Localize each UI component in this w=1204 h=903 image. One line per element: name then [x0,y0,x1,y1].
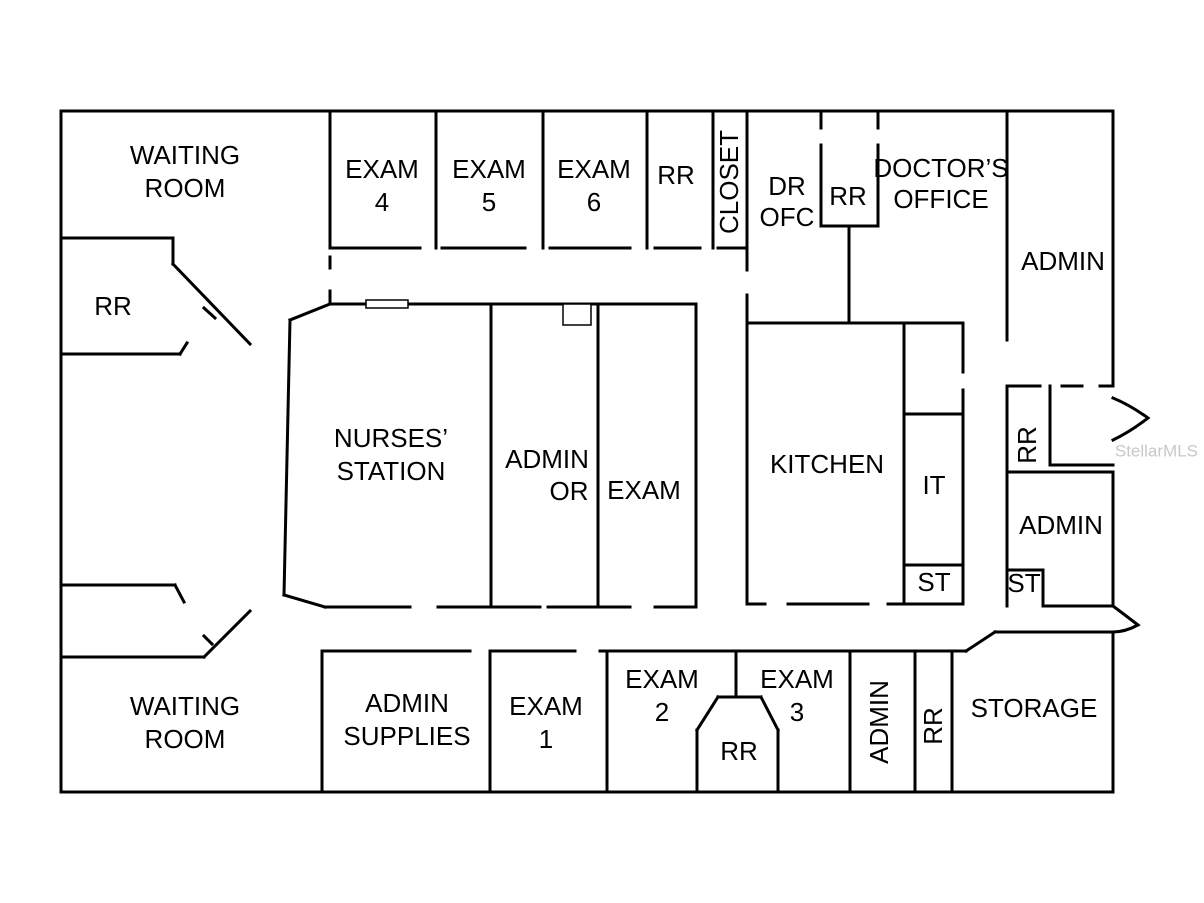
admin-supplies-label-line1: ADMIN [365,688,449,718]
exam-4-label-line2: 4 [375,187,389,217]
dr-ofc-label-line1: DR [768,171,806,201]
storage-label: STORAGE [971,693,1098,723]
walls [59,109,1151,794]
admin-or-label-line1: ADMIN [505,444,589,474]
rr-top-right-label: RR [829,181,867,211]
exam-5-label-line2: 5 [482,187,496,217]
rr-top-label: RR [657,160,695,190]
rr-bottom-label: RR [720,736,758,766]
kitchen-label: KITCHEN [770,449,884,479]
waiting-room-top-label-line2: ROOM [145,173,226,203]
exam-4-label-line1: EXAM [345,154,419,184]
doctors-office-label-line1: DOCTOR’S [873,153,1008,183]
nurses-station-label-line2: STATION [337,456,446,486]
st-right-label: ST [1007,568,1040,598]
exam-6-label-line2: 6 [587,187,601,217]
waiting-room-top-label-line1: WAITING [130,140,240,170]
nurses-station-label-line1: NURSES’ [334,423,448,453]
admin-supplies-label-line2: SUPPLIES [343,721,470,751]
doctors-office-label-line2: OFFICE [893,184,988,214]
admin-top-right-label: ADMIN [1021,246,1105,276]
closet-label: CLOSET [714,130,744,234]
exam-mid-label: EXAM [607,475,681,505]
admin-bottom-label: ADMIN [864,680,894,764]
exam-1-label-line1: EXAM [509,691,583,721]
exam-6-label-line1: EXAM [557,154,631,184]
admin-right-label: ADMIN [1019,510,1103,540]
exam-3-label-line1: EXAM [760,664,834,694]
waiting-room-bottom-label-line2: ROOM [145,724,226,754]
exam-2-label-line2: 2 [655,697,669,727]
st-kitchen-label: ST [917,567,950,597]
dr-ofc-label-line2: OFC [760,202,815,232]
rr-left-label: RR [94,291,132,321]
exam-5-label-line1: EXAM [452,154,526,184]
admin-or-label-line2: OR [550,476,589,506]
exam-3-label-line2: 3 [790,697,804,727]
rr-bottom-right-label: RR [918,707,948,745]
exam-1-label-line2: 1 [539,724,553,754]
room-labels: WAITING ROOM EXAM 4 EXAM 5 EXAM 6 RR CLO… [94,130,1105,766]
waiting-room-bottom-label-line1: WAITING [130,691,240,721]
watermark: StellarMLS [1115,441,1198,460]
rr-right-label: RR [1012,426,1042,464]
exam-2-label-line1: EXAM [625,664,699,694]
it-label: IT [922,470,945,500]
